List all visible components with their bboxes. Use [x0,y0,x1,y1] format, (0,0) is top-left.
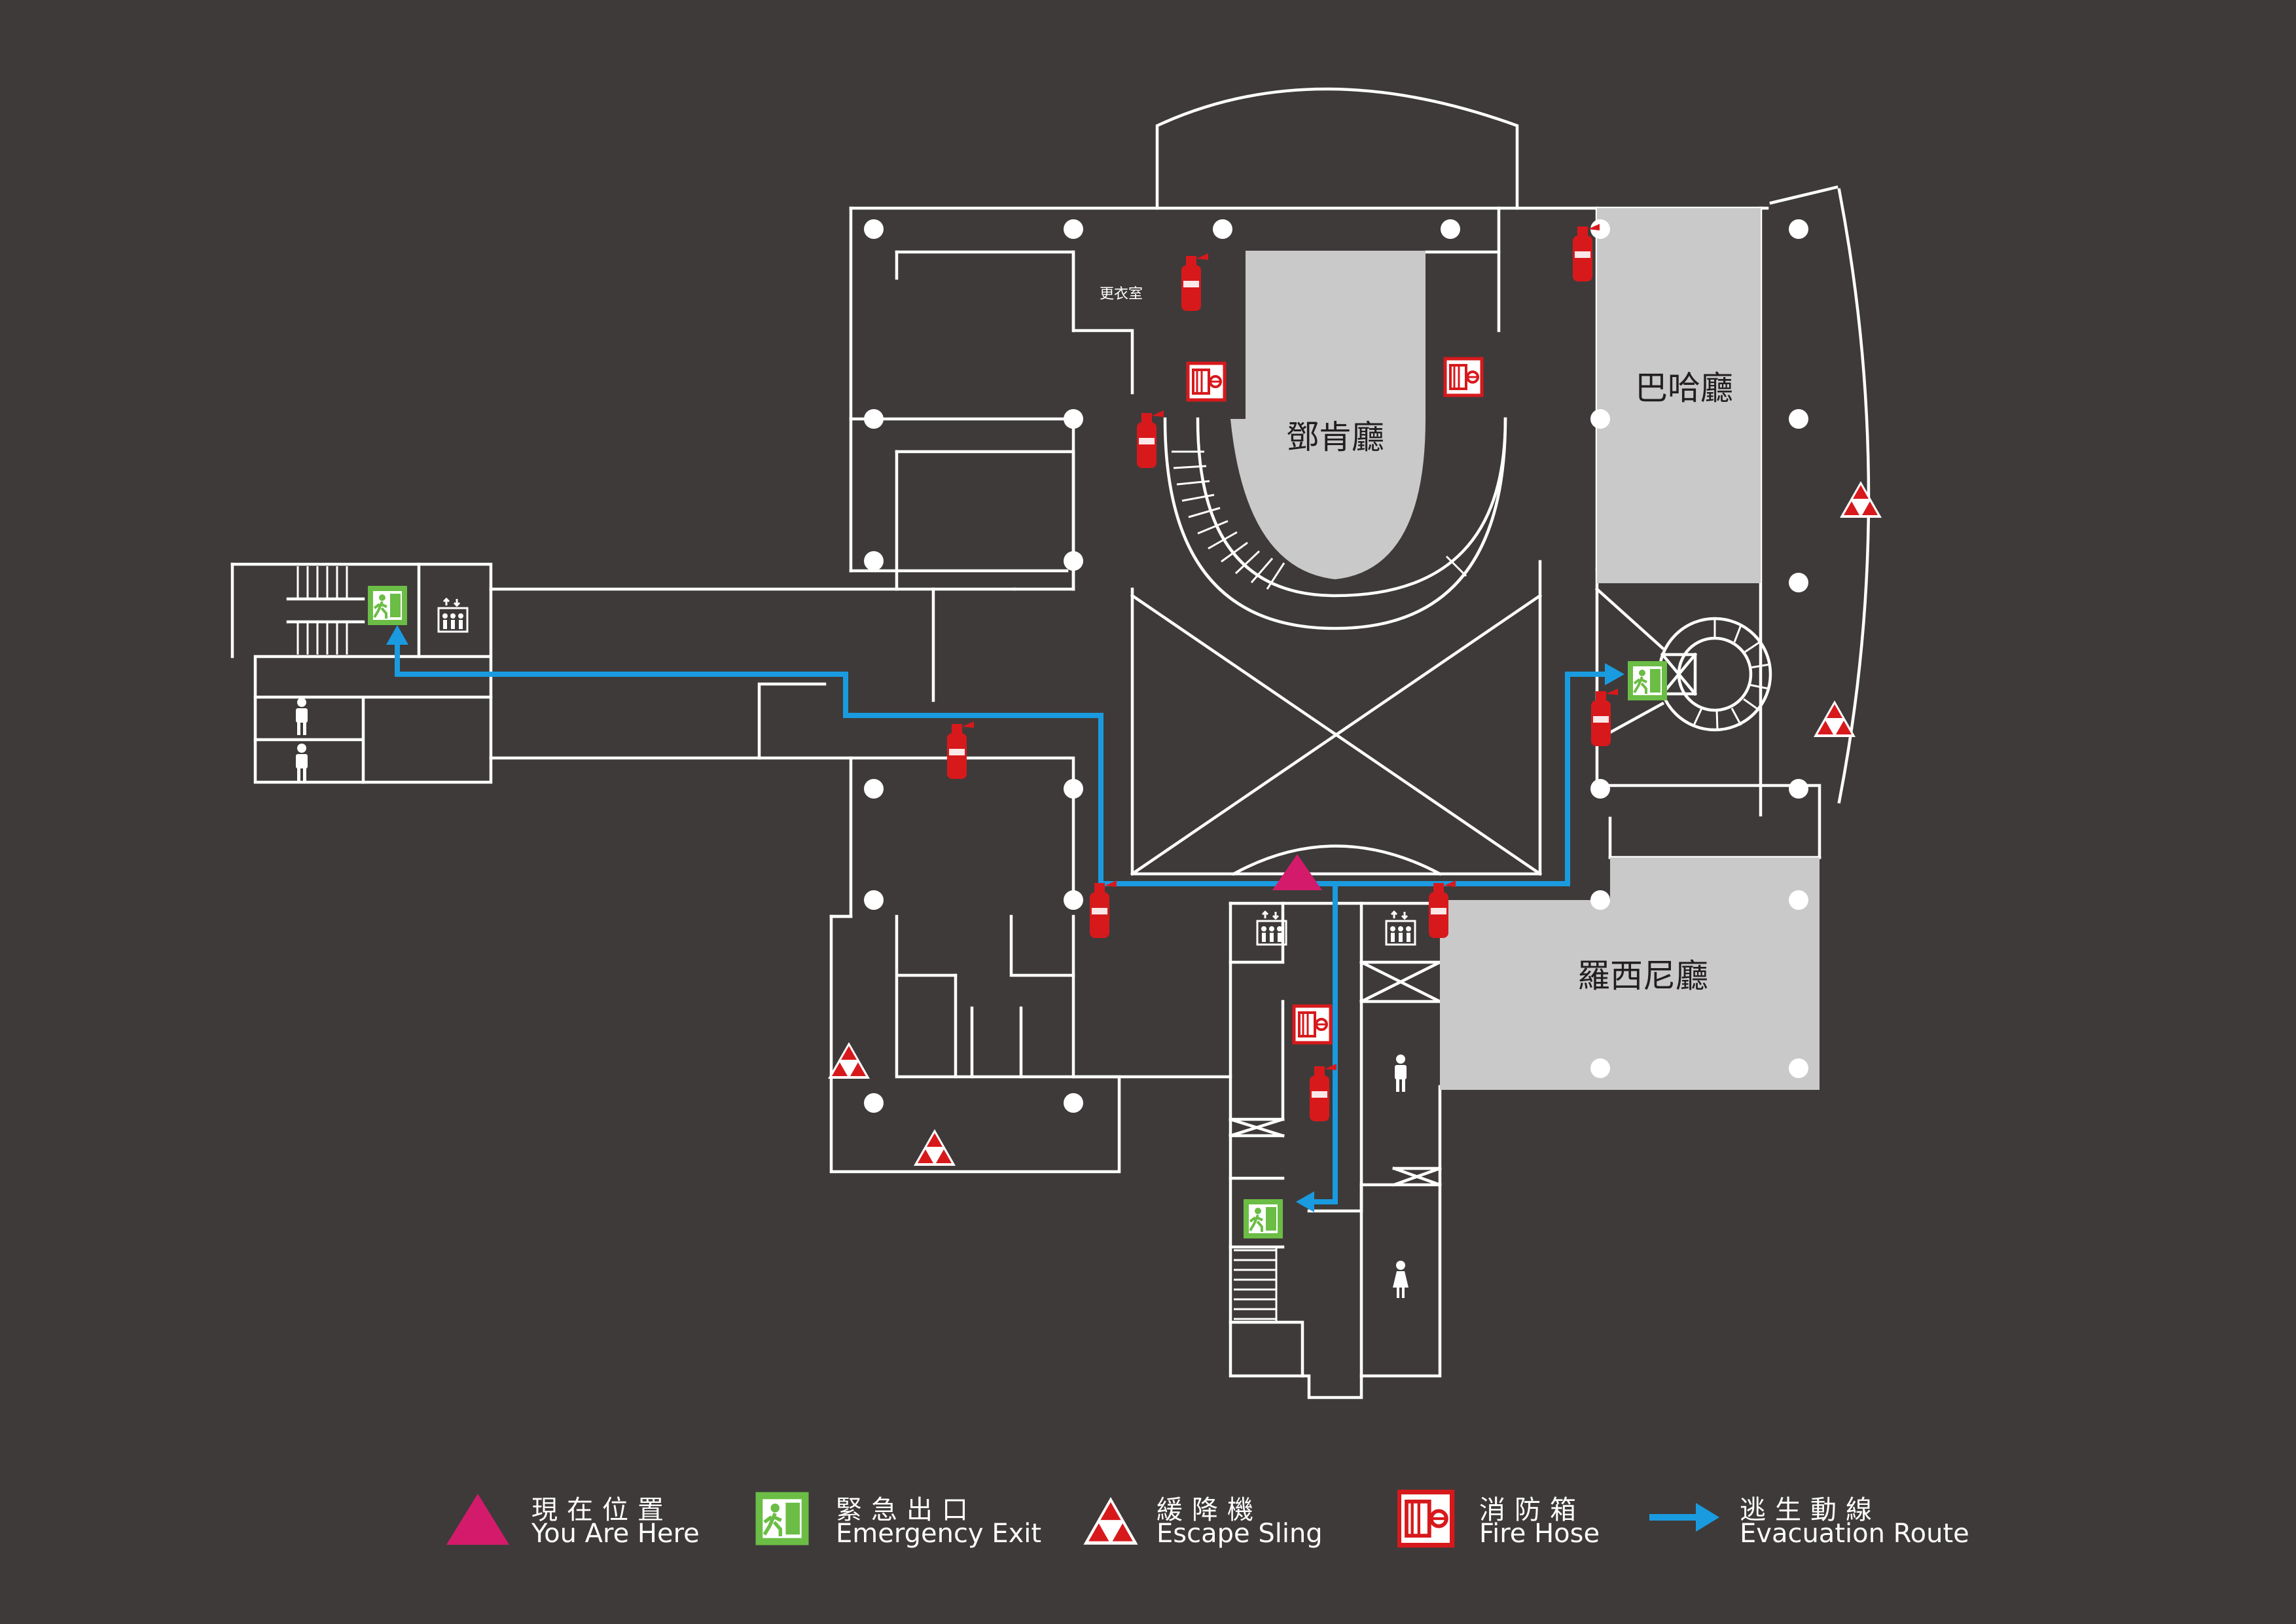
legend-zh-label: 緩降機 [1157,1495,1263,1525]
rossini-hall: 羅西尼廳 [1440,857,1820,1090]
legend-zh-label: 緊急出口 [836,1495,977,1525]
mens-restroom-icon [296,744,308,781]
legend-en-label: Evacuation Route [1740,1519,1969,1549]
legend-emergency-exit: 緊急出口 Emergency Exit [754,1485,1041,1557]
fire-extinguisher-icon [1310,1064,1336,1121]
emergency-exit-icon [367,585,408,626]
fire-extinguisher-icon [1591,689,1618,746]
legend-evacuation-route: 逃生動線 Evacuation Route [1646,1485,2013,1557]
fire-extinguisher-icon [947,721,974,779]
map-legend: 現在位置 You Are Here 緊急出口 Emergency Exit [0,1485,2296,1557]
legend-you-are-here: 現在位置 You Are Here [442,1485,717,1557]
legend-zh-label: 消防箱 [1479,1495,1585,1525]
emergency-exit-icon [1626,660,1668,702]
escape-sling-icon [828,1042,870,1079]
elevator-icon [1385,911,1416,946]
emergency-exit-icon [1242,1198,1284,1240]
escape-sling-icon [1083,1497,1138,1545]
legend-en-label: Emergency Exit [836,1519,1042,1549]
fire-hose-icon [1397,1489,1455,1548]
elevator-icon [437,598,469,633]
legend-zh-label: 逃生動線 [1740,1495,1881,1525]
you-are-here-icon [446,1494,509,1545]
escape-sling-icon [914,1129,956,1166]
building-walls [230,87,1871,1399]
escape-sling-icon [1840,481,1882,518]
fire-hose-icon [1188,363,1225,400]
mens-restroom-icon [1395,1055,1407,1092]
changing-room-label: 更衣室 [1100,286,1143,302]
bach-hall-label: 巴哈廳 [1635,369,1733,407]
you-are-here-marker [1272,854,1322,890]
fire-extinguisher-icon [1181,253,1208,311]
rossini-hall-label: 羅西尼廳 [1577,957,1708,995]
legend-en-label: Escape Sling [1157,1519,1323,1549]
emergency-exit-icon [755,1492,809,1545]
legend-escape-sling: 緩降機 Escape Sling [1081,1485,1343,1557]
deng-hall: 鄧肯廳 [1230,251,1426,579]
legend-en-label: Fire Hose [1479,1519,1600,1549]
legend-en-label: You Are Here [531,1519,700,1549]
changing-room: 更衣室 [1100,286,1143,302]
fire-extinguisher-icon [1090,880,1117,938]
escape-sling-icon [1814,700,1856,737]
fire-hose-icon [1445,359,1482,395]
bach-hall: 巴哈廳 [1597,208,1761,583]
elevators [437,598,1416,946]
mens-restroom-icon [296,698,308,735]
womens-restroom-icon [1393,1261,1408,1298]
fire-extinguisher-icon [1137,410,1164,468]
legend-zh-label: 現在位置 [531,1495,673,1525]
legend-fire-hose: 消防箱 Fire Hose [1397,1485,1633,1557]
evacuation-route-icon [1649,1503,1719,1532]
fire-hose-icon [1294,1006,1331,1043]
deng-hall-label: 鄧肯廳 [1286,418,1384,456]
